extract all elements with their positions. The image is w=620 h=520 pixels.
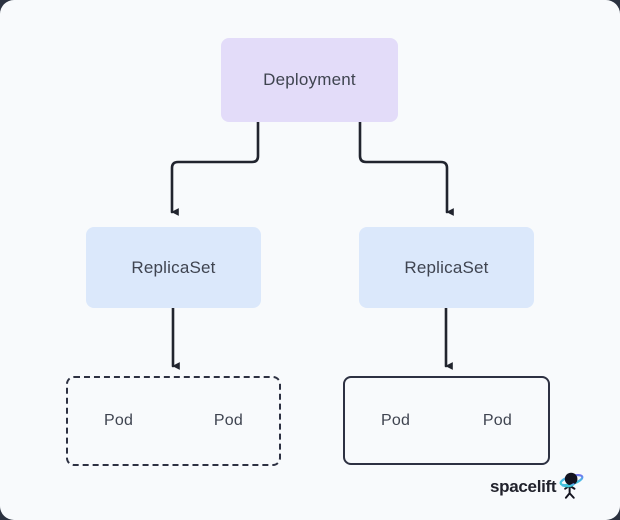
- pod-label: Pod: [213, 412, 243, 429]
- pod-group-right[interactable]: Pod Pod: [343, 376, 550, 465]
- planet-astronaut-icon: [559, 472, 584, 499]
- node-replicaset-left[interactable]: ReplicaSet: [86, 227, 261, 308]
- pod-label: Pod: [482, 411, 512, 429]
- spacelift-logo: spacelift: [490, 472, 585, 500]
- node-deployment[interactable]: Deployment: [221, 38, 398, 122]
- pod-label: Pod: [104, 412, 134, 429]
- node-replicaset-right[interactable]: ReplicaSet: [359, 227, 534, 308]
- node-replicaset-left-label: ReplicaSet: [131, 257, 216, 277]
- edge-deployment-to-replicaset-left: [170, 120, 260, 216]
- node-replicaset-right-label: ReplicaSet: [404, 257, 489, 277]
- node-deployment-label: Deployment: [263, 70, 356, 89]
- edge-deployment-to-replicaset-right: [358, 120, 454, 216]
- pod-group-left[interactable]: Pod Pod: [66, 376, 281, 466]
- pod-label: Pod: [381, 411, 411, 429]
- spacelift-wordmark: spacelift: [490, 477, 557, 496]
